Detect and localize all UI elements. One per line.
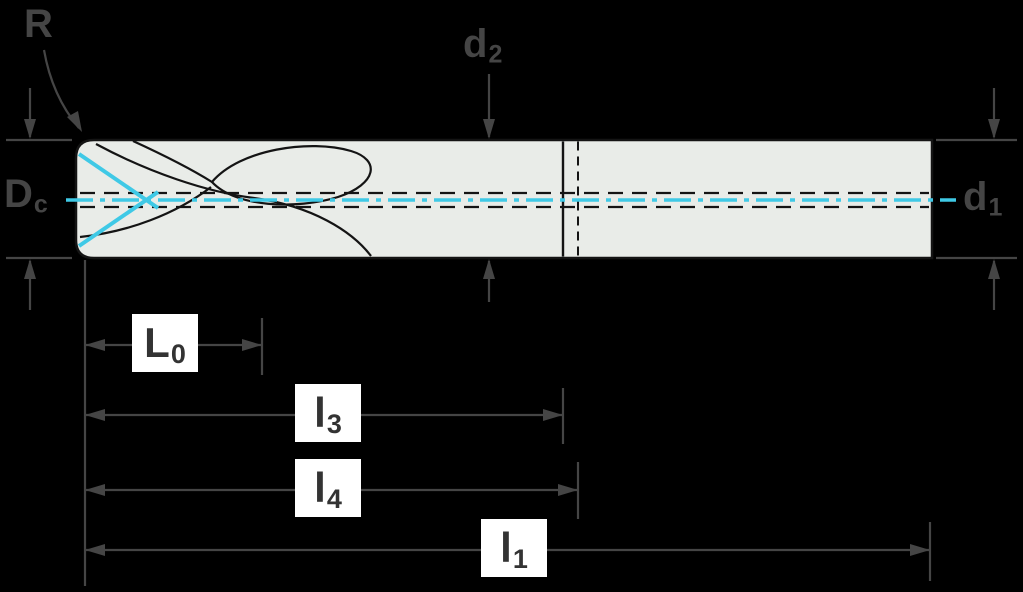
dim-dc [6,88,72,310]
label-r: R [24,4,53,44]
label-l1: l 1 [481,519,547,577]
flute-leaf [210,145,372,206]
label-l3-main: l [314,389,326,436]
label-l1-inner: l 1 [500,524,528,573]
label-d1: d 1 [963,175,1002,220]
coolant-centerlines [66,152,956,248]
label-l4-sub: 4 [326,483,342,514]
label-l3-sub: 3 [326,408,342,439]
label-l1-main: l [500,524,512,571]
label-d2: d 2 [463,22,502,67]
arrowhead [24,119,36,139]
label-l1-sub: 1 [512,543,528,574]
arrowhead [85,409,105,421]
label-l4-main: l [314,464,326,511]
label-dc: D c [4,172,48,217]
arrowhead [483,119,495,139]
label-l4: l 4 [295,459,361,517]
label-dc-main: D [4,172,33,216]
label-l4-inner: l 4 [314,464,342,513]
label-r-text: R [24,2,53,46]
label-l0-main: L [144,319,170,366]
radius-arrowhead [67,111,82,132]
dimension-graphics [6,49,1017,586]
label-l3: l 3 [295,384,361,442]
dim-d2 [483,74,495,302]
label-dc-sub: c [33,190,48,219]
label-l0-sub: 0 [170,338,186,369]
arrowhead [988,119,1000,139]
label-d1-sub: 1 [988,193,1003,222]
label-l3-inner: l 3 [314,389,342,438]
flute-curves [79,140,372,257]
dim-d1 [936,88,1017,310]
flute-curve-top [132,140,213,183]
arrowhead [85,484,105,496]
tip-cross-line-lower [77,190,160,248]
label-l0-inner: L 0 [144,319,186,368]
arrowhead [85,544,105,556]
label-d2-sub: 2 [488,40,503,69]
arrowhead [24,259,36,279]
arrowhead [483,259,495,279]
flute-curve-main [95,143,372,257]
arrowhead [543,409,563,421]
dim-radius [42,49,82,132]
label-d1-main: d [963,175,988,219]
arrowhead [558,484,578,496]
arrowhead [242,339,262,351]
arrowhead [85,339,105,351]
label-l0: L 0 [132,314,198,372]
label-d2-main: d [463,22,488,66]
arrowhead [910,544,930,556]
arrowhead [988,259,1000,279]
